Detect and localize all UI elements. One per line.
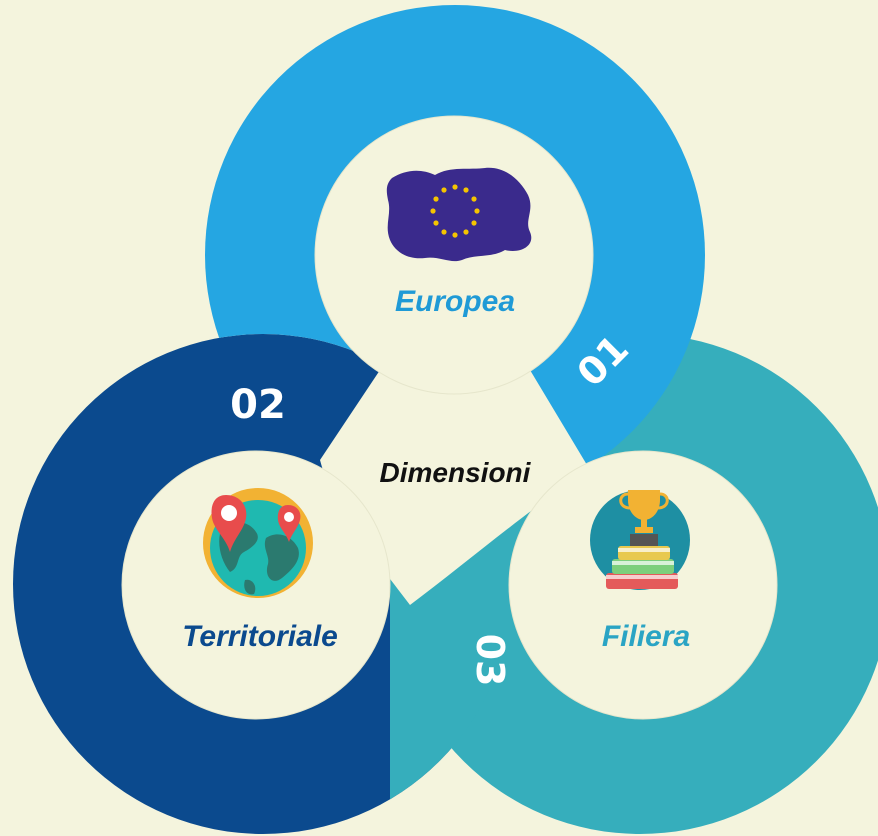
segment-02-label: Territoriale — [182, 620, 338, 653]
segment-03-label: Filiera — [602, 620, 690, 653]
globe-pins-icon — [203, 488, 313, 598]
trophy-books-icon — [590, 490, 690, 590]
segment-03-number: 03 — [468, 634, 512, 687]
center-area — [320, 370, 590, 605]
center-label: Dimensioni — [380, 457, 532, 488]
segment-01-label: Europea — [395, 285, 515, 318]
segment-02-number: 02 — [230, 382, 286, 428]
eu-flag-icon — [386, 167, 532, 262]
